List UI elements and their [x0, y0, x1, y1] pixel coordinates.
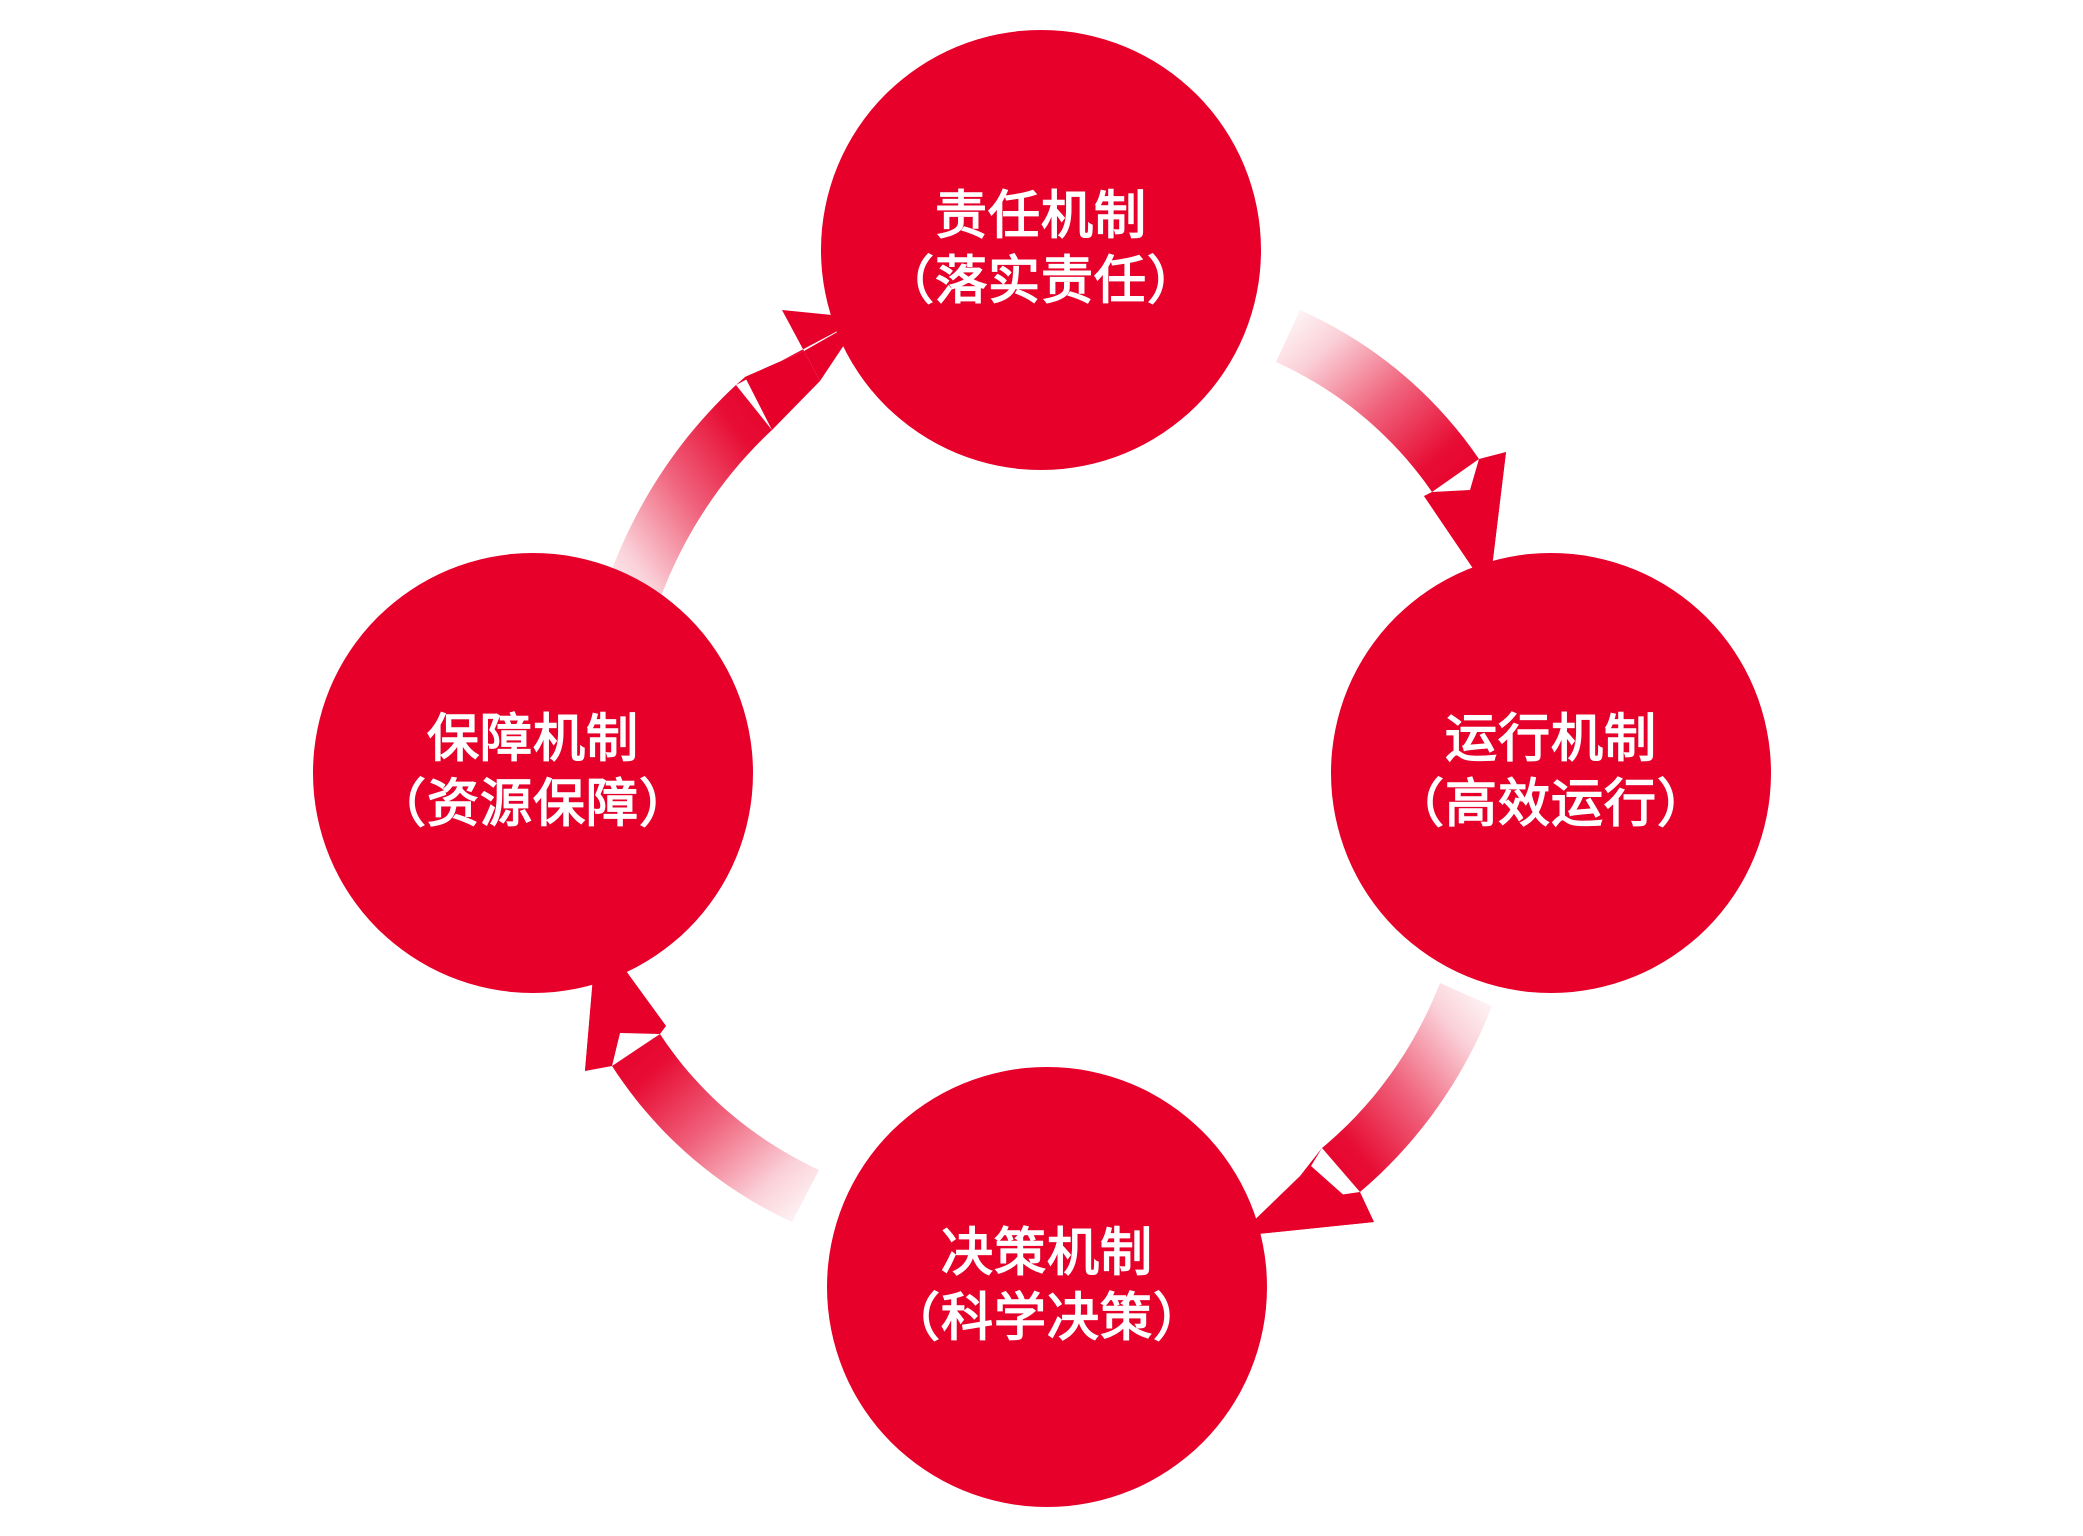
arrow-support-to-responsibility: [601, 310, 862, 620]
node-circle-support[interactable]: [313, 553, 753, 993]
node-circle-decision[interactable]: [827, 1067, 1267, 1507]
node-circle-operation[interactable]: [1331, 553, 1771, 993]
arrow-responsibility-to-operation: [1276, 310, 1506, 592]
arrow-operation-to-decision: [1238, 983, 1492, 1236]
node-circle-responsibility[interactable]: [821, 30, 1261, 470]
